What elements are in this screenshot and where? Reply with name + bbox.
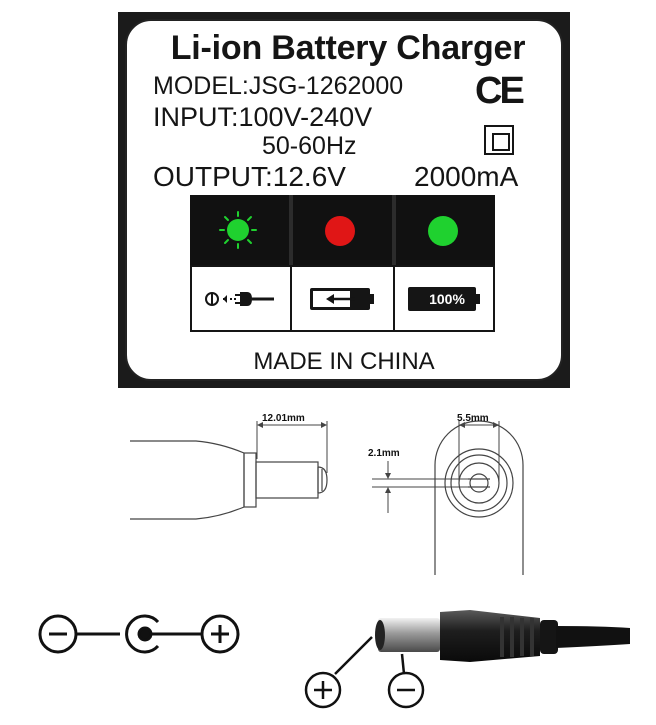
plug-dimension-diagram	[130, 420, 524, 575]
polarity-symbol	[38, 614, 240, 654]
positive-callout	[304, 636, 373, 709]
icon-divider	[393, 265, 395, 332]
battery-charging-icon	[310, 288, 374, 310]
plug-icon	[205, 292, 274, 306]
length-dimension-line	[256, 421, 328, 473]
model-text: MODEL:JSG-1262000	[153, 72, 404, 100]
inner-diameter-text: 2.1mm	[368, 448, 400, 459]
origin-text: MADE IN CHINA	[253, 348, 435, 375]
label-title: Li-ion Battery Charger	[170, 29, 526, 67]
negative-callout	[387, 653, 425, 709]
power-led-sparkle-icon	[219, 211, 257, 249]
double-insulation-icon	[484, 125, 514, 155]
outer-diameter-text: 5.5mm	[457, 413, 489, 424]
battery-full-text: 100%	[429, 291, 465, 307]
current-text: 2000mA	[414, 161, 519, 192]
icon-divider	[290, 265, 292, 332]
plug-side-view	[130, 440, 328, 520]
led-indicators	[219, 211, 458, 249]
frequency-text: 50-60Hz	[262, 132, 357, 160]
power-led	[227, 219, 249, 241]
charging-led	[325, 216, 355, 246]
led-divider	[392, 195, 396, 265]
full-led	[428, 216, 458, 246]
ce-mark-logo: CE	[475, 70, 525, 112]
polarity-diagram	[38, 610, 630, 709]
inner-diameter-dimension	[372, 461, 470, 513]
output-text: OUTPUT:12.6V	[153, 161, 346, 192]
plug-end-view	[434, 420, 524, 575]
led-divider	[289, 195, 293, 265]
outer-diameter-dimension	[458, 421, 500, 483]
barrel-plug-drawing	[375, 610, 630, 662]
input-text: INPUT:100V-240V	[153, 102, 373, 132]
indicator-icons	[205, 287, 480, 311]
length-dimension-text: 12.01mm	[262, 413, 305, 424]
battery-full-icon	[408, 287, 480, 311]
